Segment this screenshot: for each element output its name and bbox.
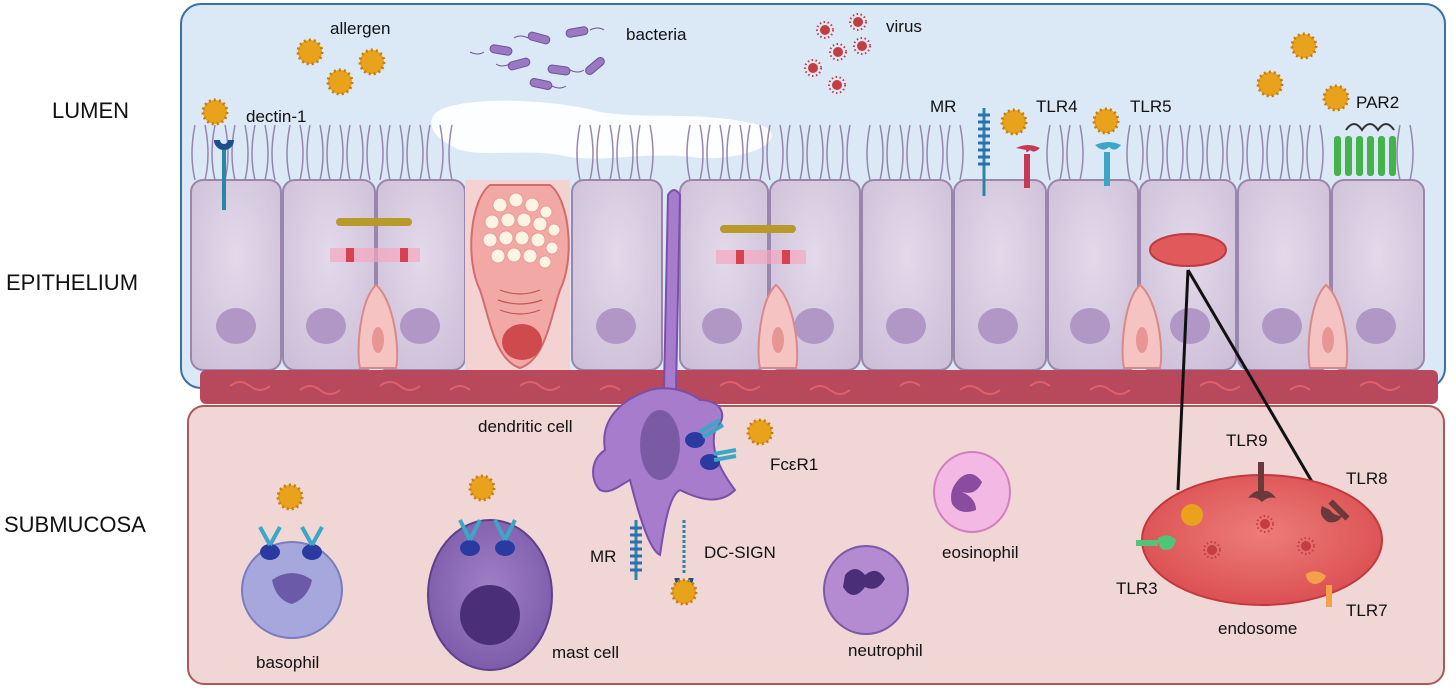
- basal-cells: [357, 283, 1349, 369]
- dectin-1-label: dectin-1: [246, 107, 306, 126]
- par2-label: PAR2: [1356, 93, 1399, 112]
- par2-receptor-icon: [1334, 123, 1396, 176]
- endosome-small: [1149, 233, 1227, 267]
- epithelium-label: EPITHELIUM: [6, 270, 139, 295]
- tlr5-receptor-icon: [1095, 142, 1121, 186]
- mannose-receptor-icon: [978, 108, 990, 196]
- tlr4-receptor-icon: [1016, 145, 1040, 188]
- mr-bottom-label: MR: [590, 547, 616, 566]
- tlr5-label: TLR5: [1130, 97, 1172, 116]
- endosome-label: endosome: [1218, 619, 1297, 638]
- mast-cell: [427, 519, 553, 671]
- mast-cell-label: mast cell: [552, 643, 619, 662]
- submucosa-label: SUBMUCOSA: [4, 512, 146, 537]
- bacteria-icon: [469, 26, 605, 90]
- tlr9-label: TLR9: [1226, 431, 1268, 450]
- tlr7-label: TLR7: [1346, 601, 1388, 620]
- basophil-label: basophil: [256, 653, 319, 672]
- dendritic-cell-label: dendritic cell: [478, 417, 573, 436]
- basophil-cell: [241, 541, 343, 639]
- neutrophil-cell: [823, 545, 909, 635]
- epithelial-cells: [190, 179, 1425, 371]
- bacteria-label: bacteria: [626, 25, 687, 44]
- eosinophil-cell: [933, 451, 1011, 533]
- neutrophil-label: neutrophil: [848, 641, 923, 660]
- dc-sign-label: DC-SIGN: [704, 543, 776, 562]
- eosinophil-label: eosinophil: [942, 543, 1019, 562]
- dendritic-mr-icon: [630, 520, 642, 580]
- endosome-connector-lines: [1176, 269, 1320, 493]
- tlr8-label: TLR8: [1346, 469, 1388, 488]
- epithelial-nuclei: [216, 308, 1396, 344]
- mr-top-label: MR: [930, 97, 956, 116]
- allergen-label: allergen: [330, 19, 391, 38]
- fcer1-label: FcεR1: [770, 455, 818, 474]
- tlr3-label: TLR3: [1116, 579, 1158, 598]
- dectin-1-receptor-icon: [214, 139, 234, 210]
- goblet-cell: [465, 180, 570, 370]
- fcer1-receptors-dendritic: [685, 418, 737, 470]
- tlr8-receptor-icon: [1320, 499, 1350, 523]
- lumen-label: LUMEN: [52, 98, 130, 123]
- tlr7-receptor-icon: [1306, 571, 1332, 607]
- tlr4-label: TLR4: [1036, 97, 1078, 116]
- tlr3-receptor-icon: [1136, 535, 1176, 550]
- cilia: [191, 124, 1414, 181]
- tlr9-receptor-icon: [1248, 462, 1276, 502]
- cell-junctions: [330, 218, 806, 264]
- virus-label: virus: [886, 17, 922, 36]
